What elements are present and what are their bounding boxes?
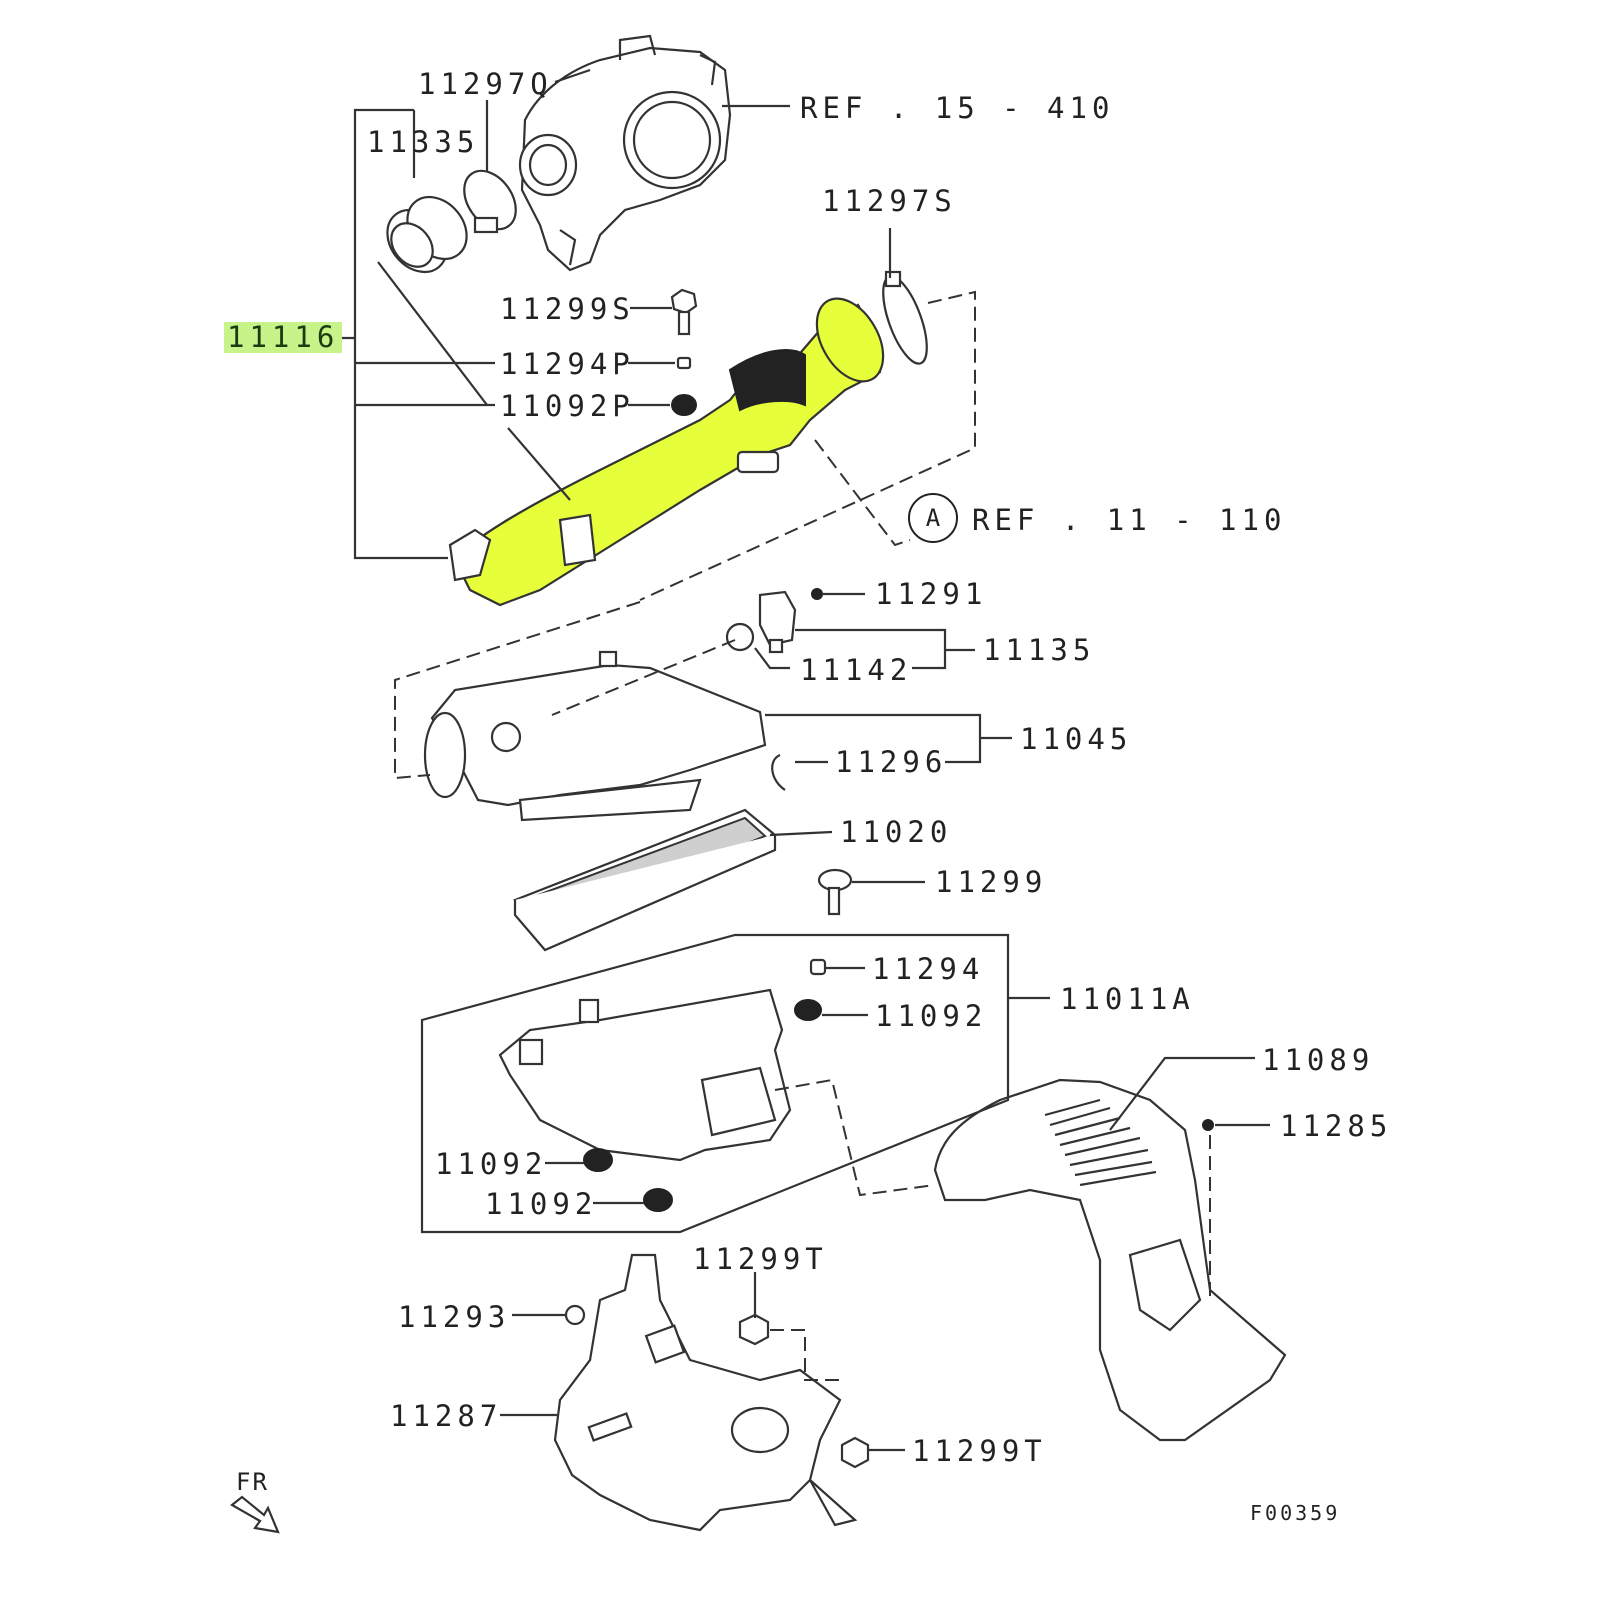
callout-a-letter: A	[925, 504, 941, 532]
label-11092-lower-left[interactable]: 11092	[435, 1147, 548, 1181]
label-11092-right[interactable]: 11092	[875, 999, 988, 1033]
leader-lines	[338, 68, 1270, 1452]
label-11092P[interactable]: 11092P	[500, 389, 635, 423]
turbocharger-drawing	[518, 34, 732, 272]
o-ring-11142	[725, 622, 755, 652]
front-direction-label: FR	[236, 1468, 269, 1496]
label-11285[interactable]: 11285	[1280, 1109, 1393, 1143]
ref-15-410-link[interactable]: REF . 15 - 410	[800, 91, 1115, 125]
label-11135[interactable]: 11135	[983, 633, 1096, 667]
air-cleaner-cover-11045	[423, 650, 786, 822]
label-11020[interactable]: 11020	[840, 815, 953, 849]
label-11297S[interactable]: 11297S	[822, 184, 957, 218]
label-11299T-bottom[interactable]: 11299T	[912, 1434, 1047, 1468]
ref-11-110-link[interactable]: REF . 11 - 110	[972, 503, 1287, 537]
air-cleaner-case-11011A	[498, 958, 827, 1212]
label-11296[interactable]: 11296	[835, 745, 948, 779]
intake-pipe-11116	[448, 297, 885, 607]
diagram-code: F00359	[1250, 1501, 1341, 1525]
bolt-11299S	[670, 288, 698, 336]
label-11294[interactable]: 11294	[872, 952, 985, 986]
clip-11294P	[676, 356, 692, 370]
label-11299[interactable]: 11299	[935, 865, 1048, 899]
label-11299T-top[interactable]: 11299T	[693, 1242, 828, 1276]
label-11287[interactable]: 11287	[390, 1399, 503, 1433]
bracket-11287	[553, 1253, 870, 1532]
label-11291[interactable]: 11291	[875, 577, 988, 611]
label-11293[interactable]: 11293	[398, 1300, 511, 1334]
callout-a-circle: A	[908, 493, 958, 543]
label-11294P[interactable]: 11294P	[500, 347, 635, 381]
clamp-11297Q	[463, 169, 517, 234]
label-11089[interactable]: 11089	[1262, 1043, 1375, 1077]
label-11116-highlighted[interactable]: 11116	[224, 322, 343, 353]
air-duct-11089	[933, 1078, 1287, 1442]
label-11299S[interactable]: 11299S	[500, 292, 635, 326]
label-11335[interactable]: 11335	[367, 125, 480, 159]
bolt-11299	[817, 868, 853, 916]
front-direction-arrow	[230, 1495, 280, 1534]
sensor-11135	[725, 588, 823, 654]
label-11011A[interactable]: 11011A	[1060, 982, 1195, 1016]
label-11142[interactable]: 11142	[800, 653, 913, 687]
label-11045[interactable]: 11045	[1020, 722, 1133, 756]
grommet-11092P	[671, 394, 697, 416]
label-11092-bottom[interactable]: 11092	[485, 1187, 598, 1221]
filter-element-11020	[513, 808, 778, 952]
clamp-ring-11335	[386, 195, 468, 274]
label-11297Q[interactable]: 11297Q	[418, 67, 553, 101]
